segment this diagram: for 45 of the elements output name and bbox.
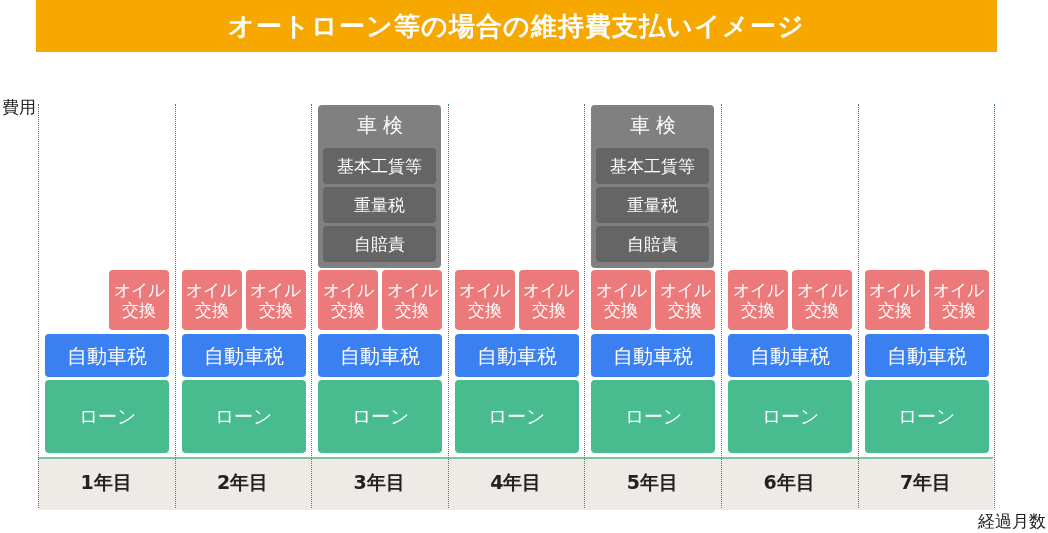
axis-label: 費用 (2, 96, 36, 119)
loan-block: ローン (318, 380, 443, 453)
inspection-item-block: 重量税 (596, 187, 710, 223)
car-tax-block: 自動車税 (454, 334, 579, 377)
oil-change-block: オイル交換 (245, 270, 306, 330)
car-tax-block: 自動車税 (591, 334, 716, 377)
axis-label: 経過月数 (978, 510, 1046, 533)
loan-block: ローン (728, 380, 852, 453)
year-label: 2年目 (217, 470, 269, 495)
year-label: 6年目 (763, 470, 815, 495)
year-label: 4年目 (490, 470, 542, 495)
year-label: 5年目 (626, 470, 678, 495)
car-tax-block: 自動車税 (318, 334, 443, 377)
inspection-block: 車検 基本工賃等 重量税 自賠責 (318, 105, 442, 268)
year-label: 3年目 (353, 470, 405, 495)
oil-change-block: オイル交換 (728, 270, 788, 330)
car-tax-block: 自動車税 (181, 334, 306, 377)
loan-block: ローン (454, 380, 579, 453)
oil-change-block: オイル交換 (454, 270, 515, 330)
inspection-item-block: 基本工賃等 (323, 148, 437, 184)
inspection-item-block: 自賠責 (323, 226, 437, 262)
title-banner: オートローン等の場合の維持費支払いイメージ (36, 0, 997, 52)
car-tax-block: 自動車税 (728, 334, 852, 377)
oil-change-block: オイル交換 (518, 270, 579, 330)
oil-change-block: オイル交換 (382, 270, 443, 330)
inspection-item-block: 基本工賃等 (596, 148, 710, 184)
loan-block: ローン (591, 380, 716, 453)
inspection-block: 車検 基本工賃等 重量税 自賠責 (591, 105, 715, 268)
oil-change-block: オイル交換 (864, 270, 925, 330)
loan-block: ローン (45, 380, 169, 453)
year-label: 7年目 (900, 470, 952, 495)
year-label: 1年目 (80, 470, 132, 495)
car-tax-block: 自動車税 (864, 334, 989, 377)
oil-change-block: オイル交換 (181, 270, 242, 330)
inspection-item-block: 重量税 (323, 187, 437, 223)
oil-change-block: オイル交換 (109, 270, 169, 330)
car-tax-block: 自動車税 (45, 334, 169, 377)
loan-block: ローン (181, 380, 306, 453)
inspection-item-block: 自賠責 (596, 226, 710, 262)
oil-change-block: オイル交換 (318, 270, 379, 330)
oil-change-block: オイル交換 (655, 270, 716, 330)
loan-block: ローン (864, 380, 989, 453)
oil-change-block: オイル交換 (591, 270, 652, 330)
oil-change-block: オイル交換 (792, 270, 852, 330)
oil-change-block: オイル交換 (928, 270, 989, 330)
